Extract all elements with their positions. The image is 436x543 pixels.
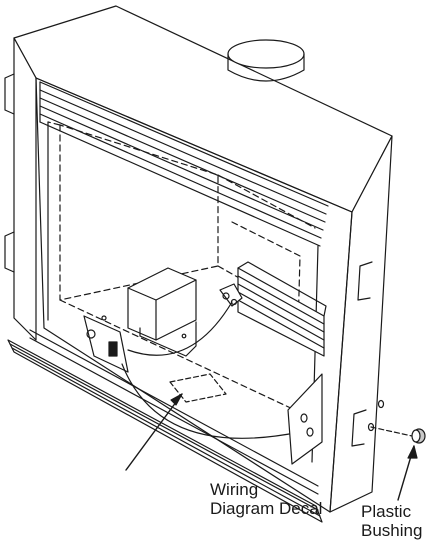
blower-assembly xyxy=(219,261,327,357)
bushing-label-line-1: Plastic xyxy=(361,502,412,521)
control-panel xyxy=(83,315,129,373)
transformer-box xyxy=(127,267,197,357)
wiring-decal-leader xyxy=(125,393,183,471)
plastic-bushing-label: Plastic Bushing xyxy=(361,502,422,540)
plastic-bushing-part xyxy=(370,426,426,501)
wiring-label-line-1: Wiring xyxy=(210,480,259,499)
right-bracket-plate xyxy=(287,373,323,465)
bushing-label-line-2: Bushing xyxy=(361,521,423,540)
outer-housing xyxy=(13,5,393,513)
flue-collar xyxy=(227,39,305,82)
bottom-grille xyxy=(7,329,323,523)
left-brackets xyxy=(4,73,15,273)
top-louvers xyxy=(39,81,329,247)
wiring-diagram-decal-label: Wiring Diagram Decal xyxy=(210,480,322,518)
right-brackets xyxy=(351,261,385,447)
wiring-label-line-2: Diagram Decal xyxy=(210,499,323,518)
